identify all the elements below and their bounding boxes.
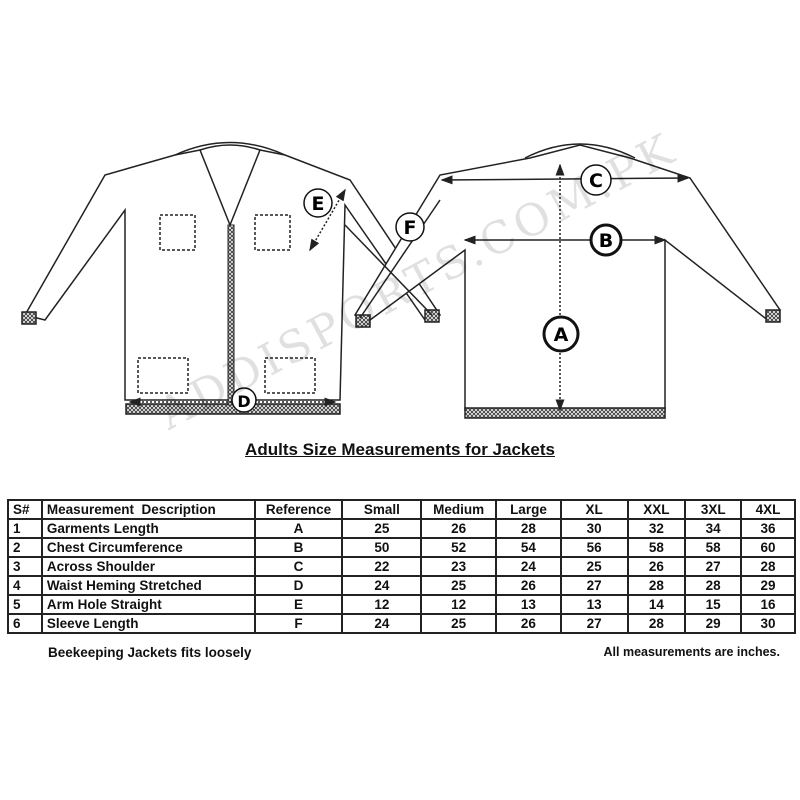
size-value: 27: [559, 575, 629, 596]
reference-letter: E: [253, 594, 344, 615]
column-header: Large: [495, 499, 562, 520]
column-header: Reference: [253, 499, 344, 520]
reference-letter: D: [253, 575, 344, 596]
size-value: 30: [740, 613, 796, 634]
size-value: 26: [420, 518, 498, 539]
fit-note: Beekeeping Jackets fits loosely: [48, 645, 252, 660]
label-a: A: [542, 315, 580, 353]
size-value: 32: [626, 518, 687, 539]
size-value: 14: [626, 594, 687, 615]
measurement-description: Waist Heming Stretched: [40, 575, 256, 596]
size-value: 25: [420, 613, 498, 634]
size-value: 15: [684, 594, 743, 615]
size-value: 28: [626, 613, 687, 634]
jacket-diagram: A B C D E F: [21, 141, 782, 419]
size-value: 25: [420, 575, 498, 596]
size-value: 34: [684, 518, 743, 539]
size-value: 54: [495, 537, 562, 558]
size-value: 29: [684, 613, 743, 634]
size-value: 25: [559, 556, 629, 577]
column-header: 4XL: [740, 499, 796, 520]
row-number: 1: [7, 518, 43, 539]
size-value: 29: [740, 575, 796, 596]
size-value: 26: [495, 575, 562, 596]
svg-text:E: E: [312, 193, 325, 215]
size-value: 52: [420, 537, 498, 558]
page-title: Adults Size Measurements for Jackets: [0, 440, 800, 460]
size-value: 13: [495, 594, 562, 615]
reference-letter: F: [253, 613, 344, 634]
size-value: 13: [559, 594, 629, 615]
measurements-table: S# Measurement Description Reference Sma…: [7, 499, 796, 634]
measurement-description: Chest Circumference: [40, 537, 256, 558]
size-value: 26: [495, 613, 562, 634]
front-jacket: [21, 141, 442, 415]
svg-text:A: A: [554, 324, 569, 346]
size-value: 30: [559, 518, 629, 539]
size-value: 27: [684, 556, 743, 577]
size-value: 58: [684, 537, 743, 558]
size-value: 25: [341, 518, 423, 539]
label-c: C: [580, 164, 612, 196]
size-value: 23: [420, 556, 498, 577]
size-value: 24: [495, 556, 562, 577]
size-value: 36: [740, 518, 796, 539]
size-value: 24: [341, 575, 423, 596]
measurement-description: Garments Length: [40, 518, 256, 539]
column-header: S#: [7, 499, 43, 520]
back-jacket: [344, 143, 782, 419]
label-e: E: [303, 188, 333, 218]
title-text: Adults Size Measurements for Jackets: [245, 440, 555, 459]
size-value: 26: [626, 556, 687, 577]
size-value: 27: [559, 613, 629, 634]
column-header: Medium: [420, 499, 498, 520]
measurement-description: Arm Hole Straight: [40, 594, 256, 615]
size-value: 60: [740, 537, 796, 558]
size-value: 28: [740, 556, 796, 577]
size-value: 12: [420, 594, 498, 615]
reference-letter: A: [253, 518, 344, 539]
column-header: XXL: [626, 499, 687, 520]
size-value: 22: [341, 556, 423, 577]
size-value: 58: [626, 537, 687, 558]
column-header: Small: [341, 499, 423, 520]
svg-text:C: C: [589, 170, 603, 192]
row-number: 2: [7, 537, 43, 558]
row-number: 6: [7, 613, 43, 634]
size-value: 16: [740, 594, 796, 615]
measurement-description: Sleeve Length: [40, 613, 256, 634]
size-value: 56: [559, 537, 629, 558]
reference-letter: C: [253, 556, 344, 577]
units-note: All measurements are inches.: [603, 645, 780, 659]
svg-text:F: F: [404, 217, 417, 239]
row-number: 3: [7, 556, 43, 577]
row-number: 5: [7, 594, 43, 615]
label-d: D: [231, 387, 257, 413]
size-value: 50: [341, 537, 423, 558]
svg-text:B: B: [599, 230, 613, 252]
column-header: 3XL: [684, 499, 743, 520]
size-value: 28: [684, 575, 743, 596]
column-header: XL: [559, 499, 629, 520]
size-value: 24: [341, 613, 423, 634]
svg-text:D: D: [237, 392, 250, 411]
label-f: F: [395, 212, 425, 242]
table-header-row: S# Measurement Description Reference Sma…: [7, 499, 796, 520]
measurement-description: Across Shoulder: [40, 556, 256, 577]
label-b: B: [589, 223, 623, 257]
size-value: 12: [341, 594, 423, 615]
size-value: 28: [495, 518, 562, 539]
column-header: Measurement Description: [40, 499, 256, 520]
reference-letter: B: [253, 537, 344, 558]
row-number: 4: [7, 575, 43, 596]
size-value: 28: [626, 575, 687, 596]
